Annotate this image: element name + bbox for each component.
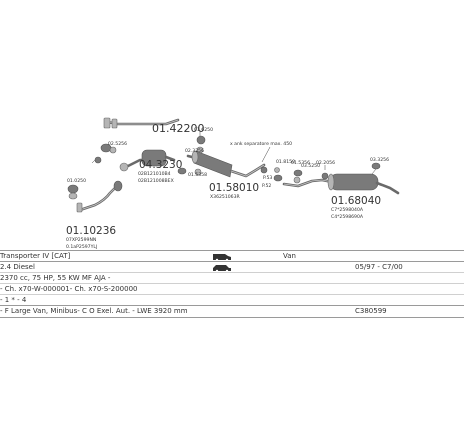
label-01-10236-ref2: 0.1aP2597YLJ [66,244,97,250]
exhaust-diagram: 01.42200 02.5256 01.0250 01.10236 07XP25… [66,117,400,250]
part-middle-silencer [186,150,266,178]
label-1-52: P.52 [262,183,271,189]
info-row-engine: 2.4 Diesel 05/97 - C7/00 [0,261,464,273]
van-icon [212,252,232,265]
part-front-pipe-top [103,117,180,129]
part-clamp-left [100,143,117,154]
info-row-extra: - 1 * - 4 [0,294,464,306]
part-clamp-lower-left [67,184,79,200]
label-03-5250: 03.5250 [301,163,320,169]
label-01-68040-ref2: C4*2598690A [331,214,364,220]
part-bolts-right [260,166,283,182]
label-01-10236: 01.10236 [66,225,116,237]
label-1-53: P.53 [263,175,272,181]
label-01-58010: 01.58010 [209,182,259,194]
vehicle-engine: 2.4 Diesel [0,263,35,271]
vehicle-extra: - 1 * - 4 [0,296,27,304]
label-01-5358: 01.5358 [188,172,207,178]
note-separator: x ank separatore max. 450 [230,141,292,147]
label-02-3256: 02.3256 [185,148,204,154]
label-04-3230-ref2: 02B121008BEX [138,178,174,184]
part-hanger-rear [321,162,381,180]
part-bolt-set-left [91,156,102,164]
vehicle-description: - F Large Van, Minibus- C O Exel. Aut. -… [0,307,188,315]
label-02-5256: 02.5256 [108,141,127,147]
car-icon [212,263,232,276]
part-catalytic-converter [119,149,176,172]
vehicle-engine-spec: 2370 cc, 75 HP, 55 KW MF AJA - [0,274,111,282]
part-hanger-mid [177,167,202,176]
part-rear-pipe [282,178,334,188]
table-bottom-rule [0,317,464,318]
vehicle-chassis: - Ch. x70-W-000001- Ch. x70-S-200000 [0,285,138,293]
label-01-68040-ref1: C7*2598040A [331,207,364,213]
label-01-8150: 01.8150 [276,159,295,165]
vehicle-body-type: Van [283,252,296,260]
vehicle-model: Transporter IV [CAT] [0,252,71,260]
label-02-2056: 02.2056 [316,160,335,166]
label-01-5356: 01.5356 [291,160,310,166]
info-row-model: Transporter IV [CAT] Van [0,250,464,262]
label-01-58010-ref: X36251063R [210,194,241,200]
vehicle-code: C380599 [355,307,387,315]
label-01-0250: 01.0250 [67,178,86,184]
label-01-42200: 01.42200 [152,122,205,135]
info-row-description: - F Large Van, Minibus- C O Exel. Aut. -… [0,305,464,317]
label-01-10236-ref1: 07XP2599NN [66,237,96,243]
part-rear-silencer [327,173,400,195]
label-04-3230-ref1: 02B121010B4 [138,171,171,177]
vehicle-date-range: 05/97 - C7/00 [355,263,403,271]
part-clamp-right [293,169,303,184]
label-01-6250: 01.6250 [194,127,213,133]
label-01-68040: 01.68040 [331,195,381,207]
label-03-3256: 03.3256 [370,157,389,163]
label-04-3230: 04.3230 [139,159,182,171]
info-row-chassis: - Ch. x70-W-000001- Ch. x70-S-200000 [0,283,464,295]
note-leader [261,146,271,163]
part-downpipe-left [76,180,123,213]
info-row-spec: 2370 cc, 75 HP, 55 KW MF AJA - [0,272,464,284]
part-gasket-mid [196,132,206,154]
